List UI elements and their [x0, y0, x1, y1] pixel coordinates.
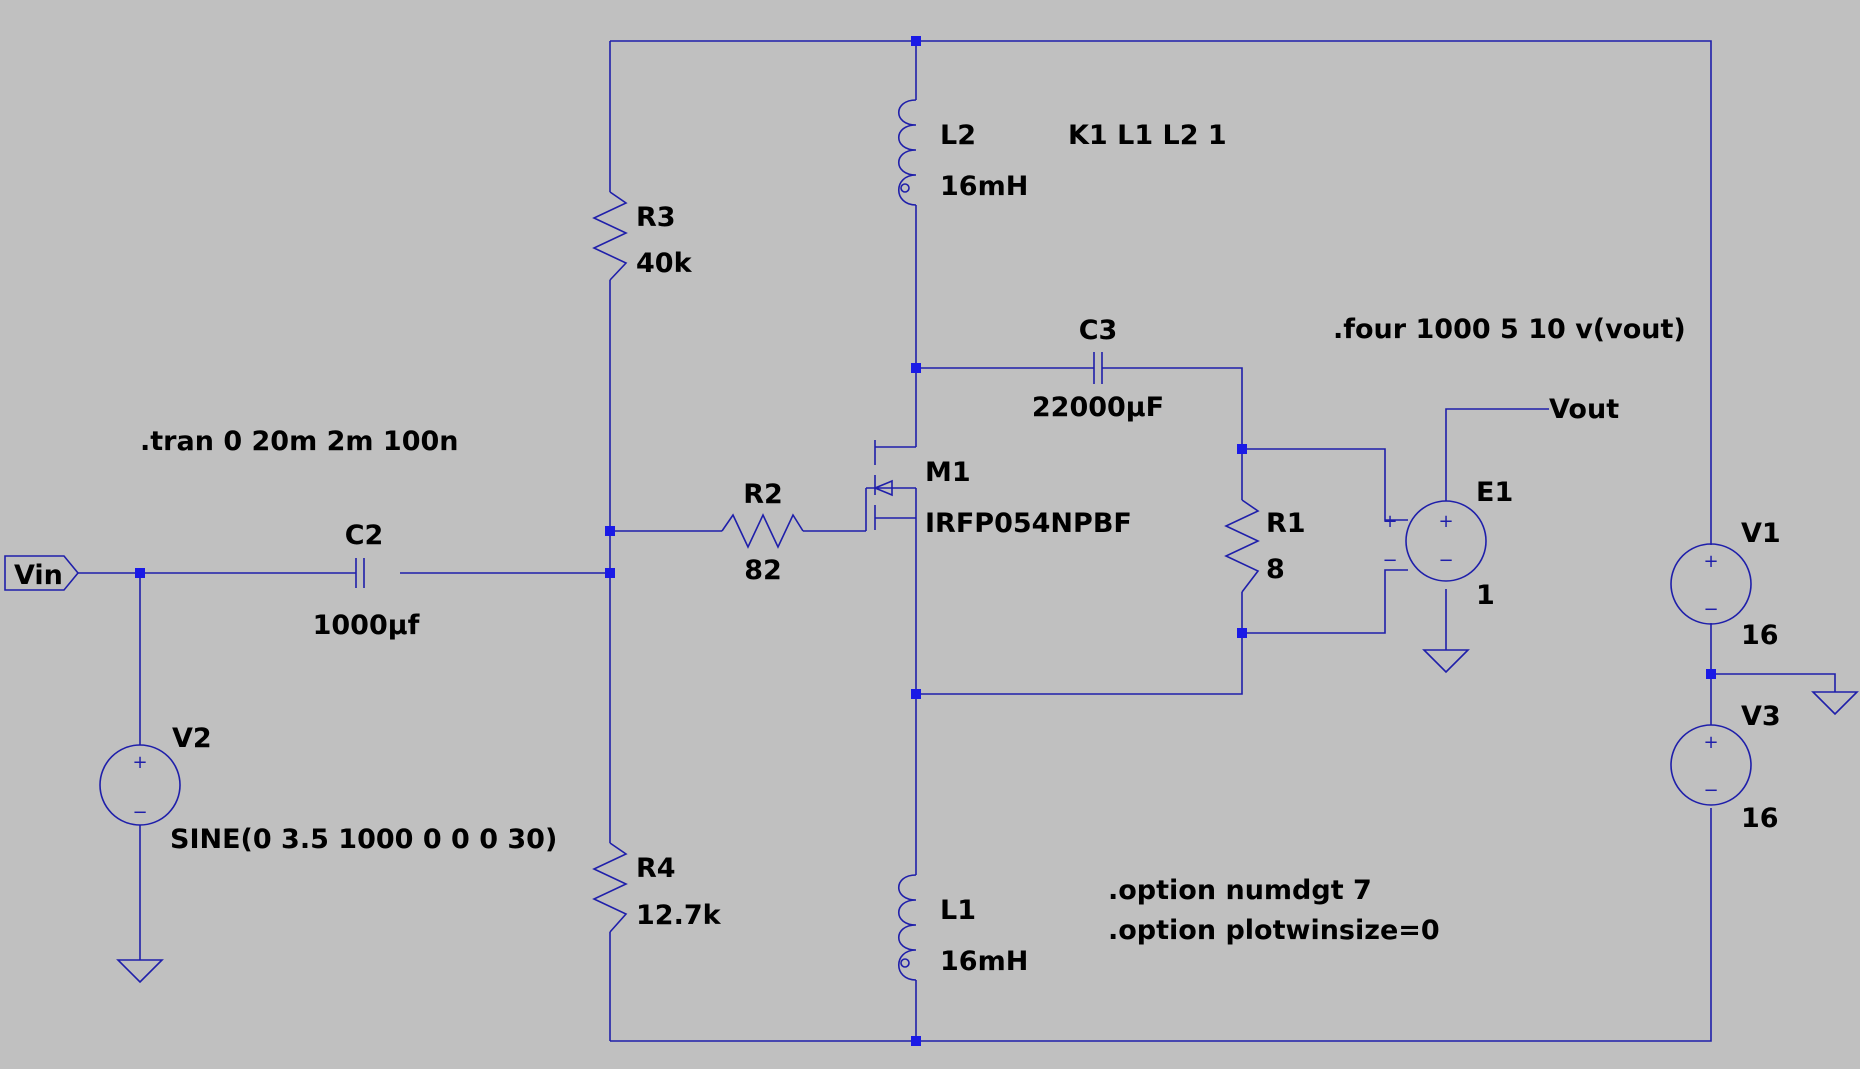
svg-text:−: −: [1382, 550, 1397, 571]
labels: Vin Vout R3 40k R4 12.7k R2 82 R1 8 C2 1…: [14, 120, 1781, 977]
svg-text:+: +: [1438, 511, 1453, 532]
ground-v2-icon: [116, 959, 164, 984]
capacitor-c3[interactable]: [1086, 352, 1110, 384]
l1-value: 16mH: [940, 946, 1028, 977]
vin-port[interactable]: [4, 555, 80, 591]
c2-name: C2: [345, 520, 384, 551]
v3-value: 16: [1741, 803, 1779, 834]
c3-value: 22000µF: [1032, 392, 1164, 423]
l2-name: L2: [940, 120, 976, 151]
l2-value: 16mH: [940, 171, 1028, 202]
resistor-r1[interactable]: [1224, 499, 1260, 593]
ground-e1-icon: [1422, 649, 1470, 674]
wires: [78, 40, 1836, 1042]
e1-name: E1: [1476, 477, 1513, 508]
voltage-source-v3[interactable]: + −: [1670, 724, 1752, 806]
tran-directive: .tran 0 20m 2m 100n: [140, 426, 459, 457]
svg-text:−: −: [1703, 599, 1718, 620]
capacitor-c2[interactable]: [355, 558, 400, 588]
svg-text:+: +: [132, 752, 147, 773]
c3-name: C3: [1079, 315, 1118, 346]
vout-label: Vout: [1549, 394, 1619, 425]
svg-text:−: −: [1703, 780, 1718, 801]
mosfet-m1[interactable]: [865, 440, 916, 531]
ground-symbols: [116, 649, 1859, 984]
e1-value: 1: [1476, 580, 1495, 611]
resistor-r4[interactable]: [592, 842, 628, 933]
vin-label: Vin: [14, 560, 63, 591]
v3-name: V3: [1741, 701, 1781, 732]
m1-model: IRFP054NPBF: [925, 508, 1132, 539]
svg-text:+: +: [1703, 551, 1718, 572]
r2-value: 82: [744, 555, 782, 586]
vcvs-e1[interactable]: + − + −: [1382, 500, 1487, 582]
four-directive: .four 1000 5 10 v(vout): [1333, 314, 1686, 345]
r4-value: 12.7k: [636, 900, 722, 931]
v2-value: SINE(0 3.5 1000 0 0 0 30): [170, 824, 557, 855]
option-plotwinsize-directive: .option plotwinsize=0: [1108, 915, 1440, 946]
ground-v3-icon: [1811, 691, 1859, 716]
svg-text:+: +: [1703, 732, 1718, 753]
v1-value: 16: [1741, 620, 1779, 651]
l1-name: L1: [940, 895, 976, 926]
coupling-directive: K1 L1 L2 1: [1068, 120, 1227, 151]
voltage-source-v1[interactable]: + −: [1670, 543, 1752, 625]
junctions: [135, 36, 1716, 1046]
option-numdgt-directive: .option numdgt 7: [1108, 875, 1372, 906]
r3-name: R3: [636, 202, 676, 233]
v2-name: V2: [172, 723, 212, 754]
v1-name: V1: [1741, 518, 1781, 549]
inductor-l2[interactable]: [898, 99, 917, 206]
resistor-r2[interactable]: [721, 513, 804, 549]
r1-name: R1: [1266, 508, 1306, 539]
svg-text:+: +: [1382, 511, 1397, 532]
resistor-r3[interactable]: [592, 191, 628, 281]
c2-value: 1000µf: [313, 610, 420, 641]
inductor-l1[interactable]: [898, 874, 917, 981]
r3-value: 40k: [636, 248, 693, 279]
r4-name: R4: [636, 853, 676, 884]
r2-name: R2: [743, 479, 783, 510]
r1-value: 8: [1266, 554, 1285, 585]
svg-text:−: −: [132, 802, 147, 823]
m1-name: M1: [925, 457, 971, 488]
voltage-source-v2[interactable]: + −: [99, 744, 181, 826]
svg-text:−: −: [1438, 550, 1453, 571]
